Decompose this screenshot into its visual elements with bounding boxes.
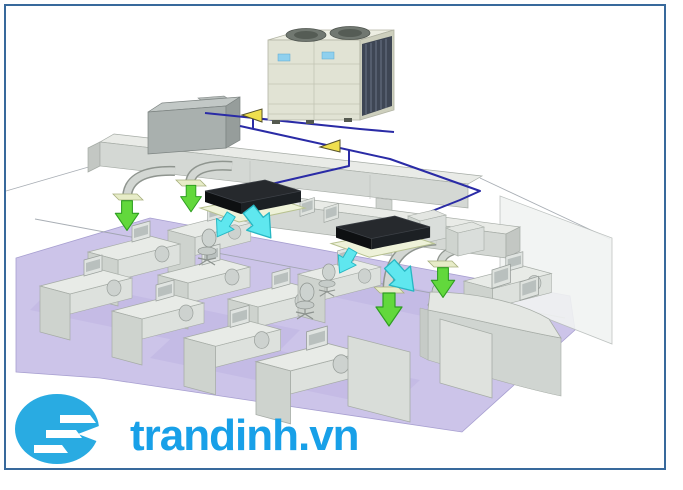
stairs-logo-icon [15,394,99,464]
duct-drop-elbow [175,160,233,187]
watermark: trandinh.vn [10,390,360,468]
refrigerant-flow-arrow-yellow [240,108,263,123]
right-wall-panel [499,195,613,345]
duct-drop-elbow [112,165,176,201]
refrigerant-flow-arrow-yellow [318,139,341,153]
office-furniture [39,197,562,425]
brand-logo-mark [277,53,291,62]
partition-screen [347,335,411,423]
outdoor-unit [267,26,395,124]
return-air-unit [147,95,241,155]
image-border-frame [4,4,666,470]
partition-screen [439,318,493,399]
refrigerant-flow-arrows [240,108,341,153]
brand-logo-mark [321,51,335,60]
watermark-text: trandinh.vn [130,411,360,460]
outdoor-unit-grille [362,36,392,116]
